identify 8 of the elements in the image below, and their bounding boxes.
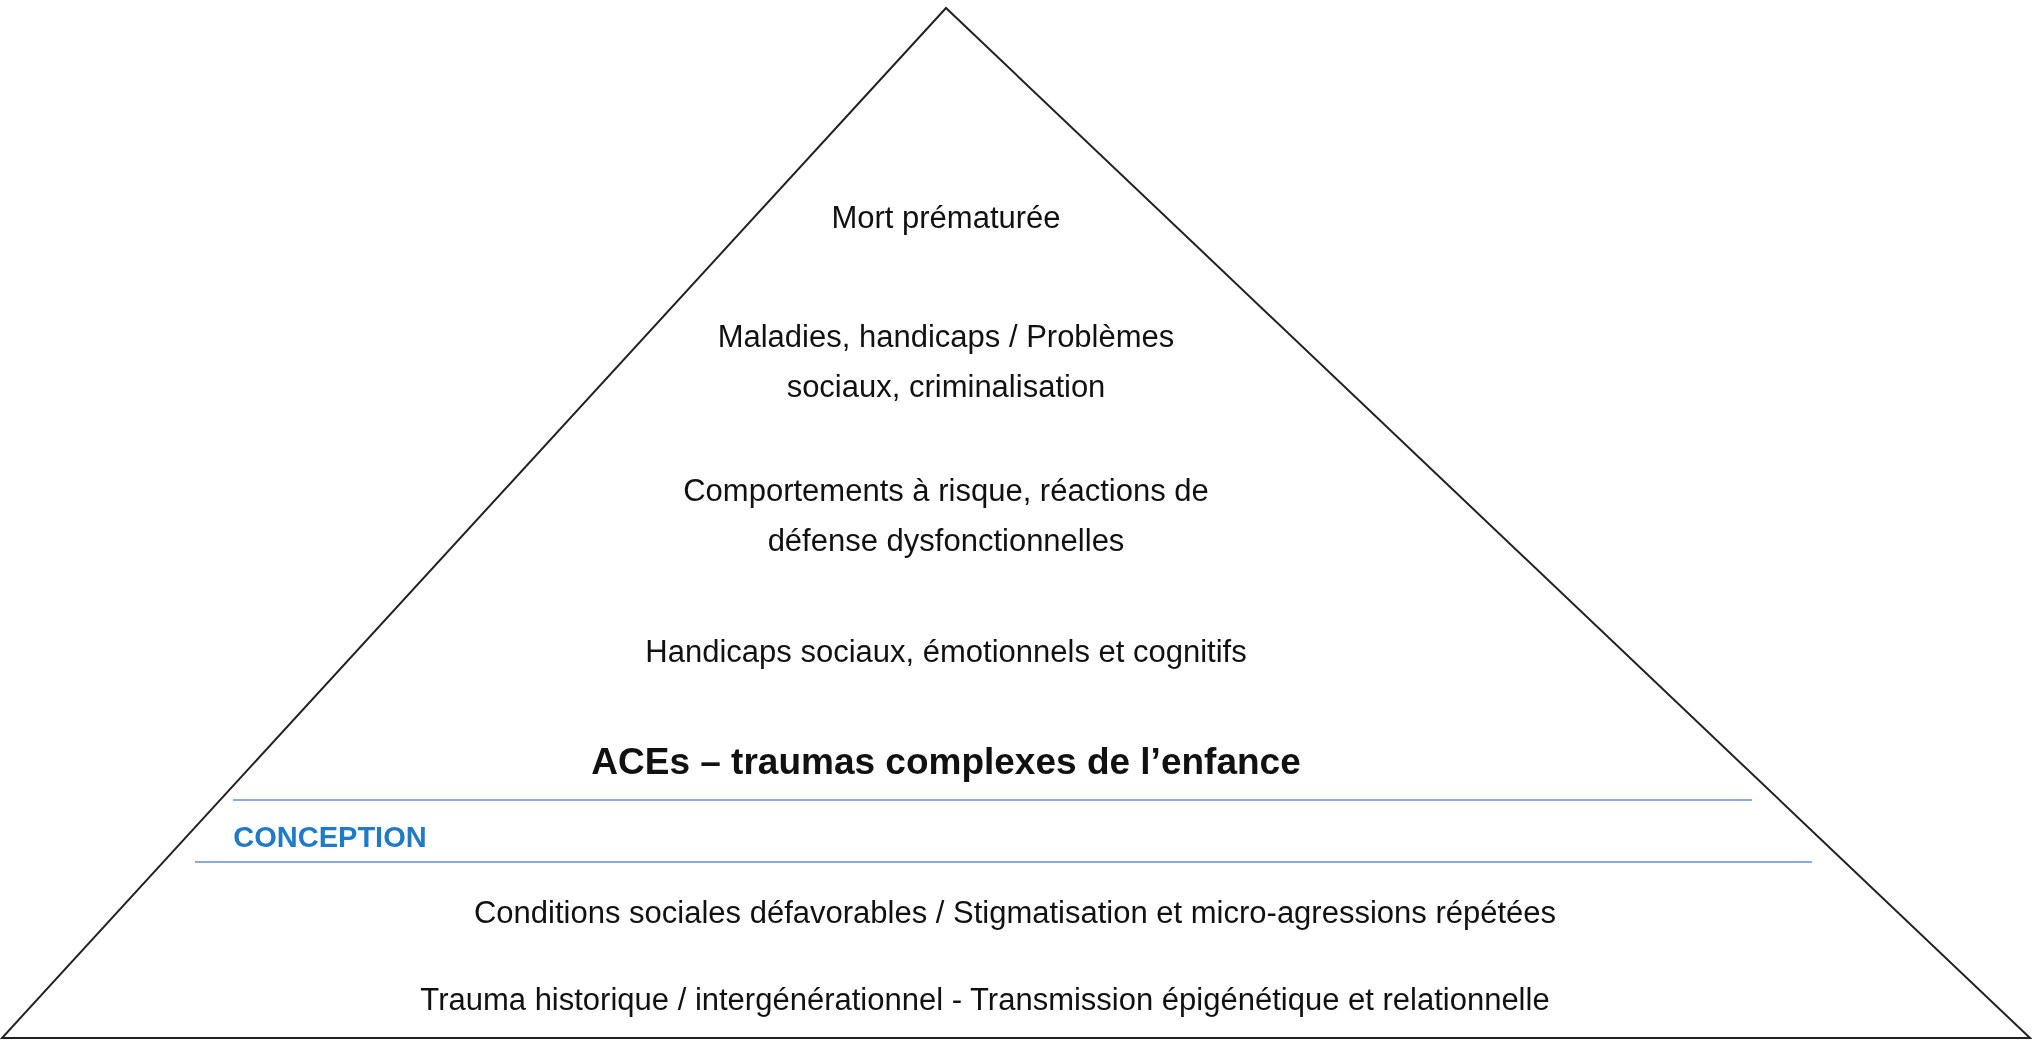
level-text: Mort prématurée (831, 199, 1061, 238)
section-label: CONCEPTION (233, 819, 427, 855)
level-text: Comportements à risque, réactions de défense dysfonctionnelles (682, 472, 1210, 560)
level-text: Trauma historique / intergénérationnel - Transmission épigénétique et relationnelle (420, 981, 1550, 1020)
heading-text: ACEs – traumas complexes de l’enfance (591, 740, 1301, 785)
level-text: Conditions sociales défavorables / Stigmatisation et micro-agressions répétées (473, 894, 1557, 933)
level-text: Maladies, handicaps / Problèmes sociaux, criminalisation (716, 318, 1176, 406)
level-text: Handicaps sociaux, émotionnels et cognitifs (645, 633, 1247, 672)
